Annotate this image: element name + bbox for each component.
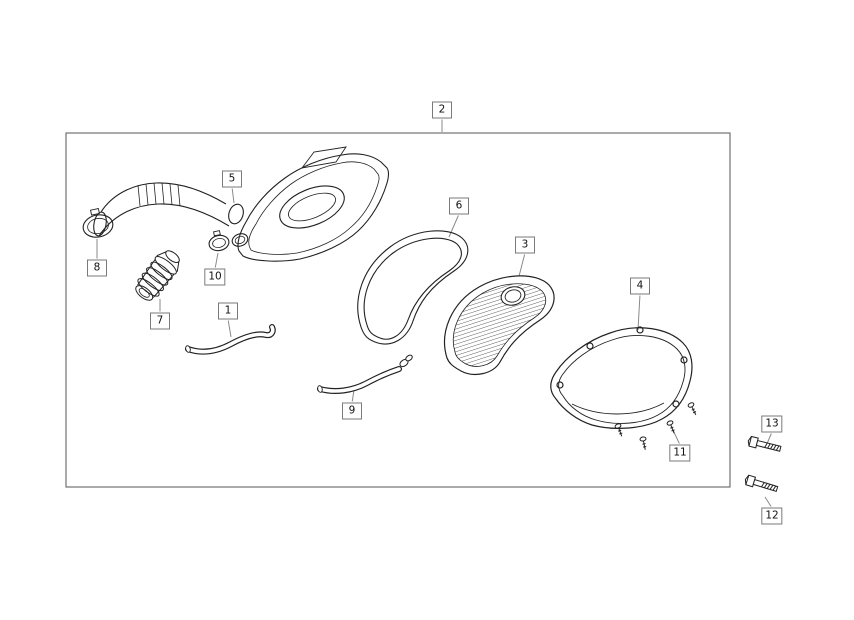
part-label-12: 12: [761, 507, 783, 525]
intake-hose: [93, 182, 230, 237]
filter-gasket: [357, 230, 469, 345]
part-label-11: 11: [669, 444, 691, 462]
leader-lines: [96, 118, 773, 509]
part-label-1: 1: [218, 302, 238, 320]
airbox-case: [228, 146, 390, 262]
airbox-cover: [550, 326, 693, 429]
drain-pipe-9: [317, 354, 413, 394]
part-label-6: 6: [449, 197, 469, 215]
diagram-frame: [65, 132, 731, 488]
intake-bellows: [135, 250, 180, 301]
part-label-13: 13: [761, 415, 783, 433]
bolt-12: [744, 474, 779, 493]
hose-clamp-small: [208, 230, 230, 252]
part-label-7: 7: [150, 312, 170, 330]
part-label-5: 5: [222, 170, 242, 188]
breather-pipe-1: [185, 324, 276, 355]
bolt-13: [747, 435, 782, 452]
part-label-4: 4: [630, 277, 650, 295]
cover-screws: [614, 402, 697, 450]
part-label-3: 3: [515, 236, 535, 254]
air-filter-element: [443, 275, 555, 375]
part-label-2: 2: [432, 101, 452, 119]
part-label-8: 8: [87, 259, 107, 277]
part-label-10: 10: [204, 268, 226, 286]
hose-clamp-large: [82, 208, 114, 238]
part-label-9: 9: [342, 402, 362, 420]
